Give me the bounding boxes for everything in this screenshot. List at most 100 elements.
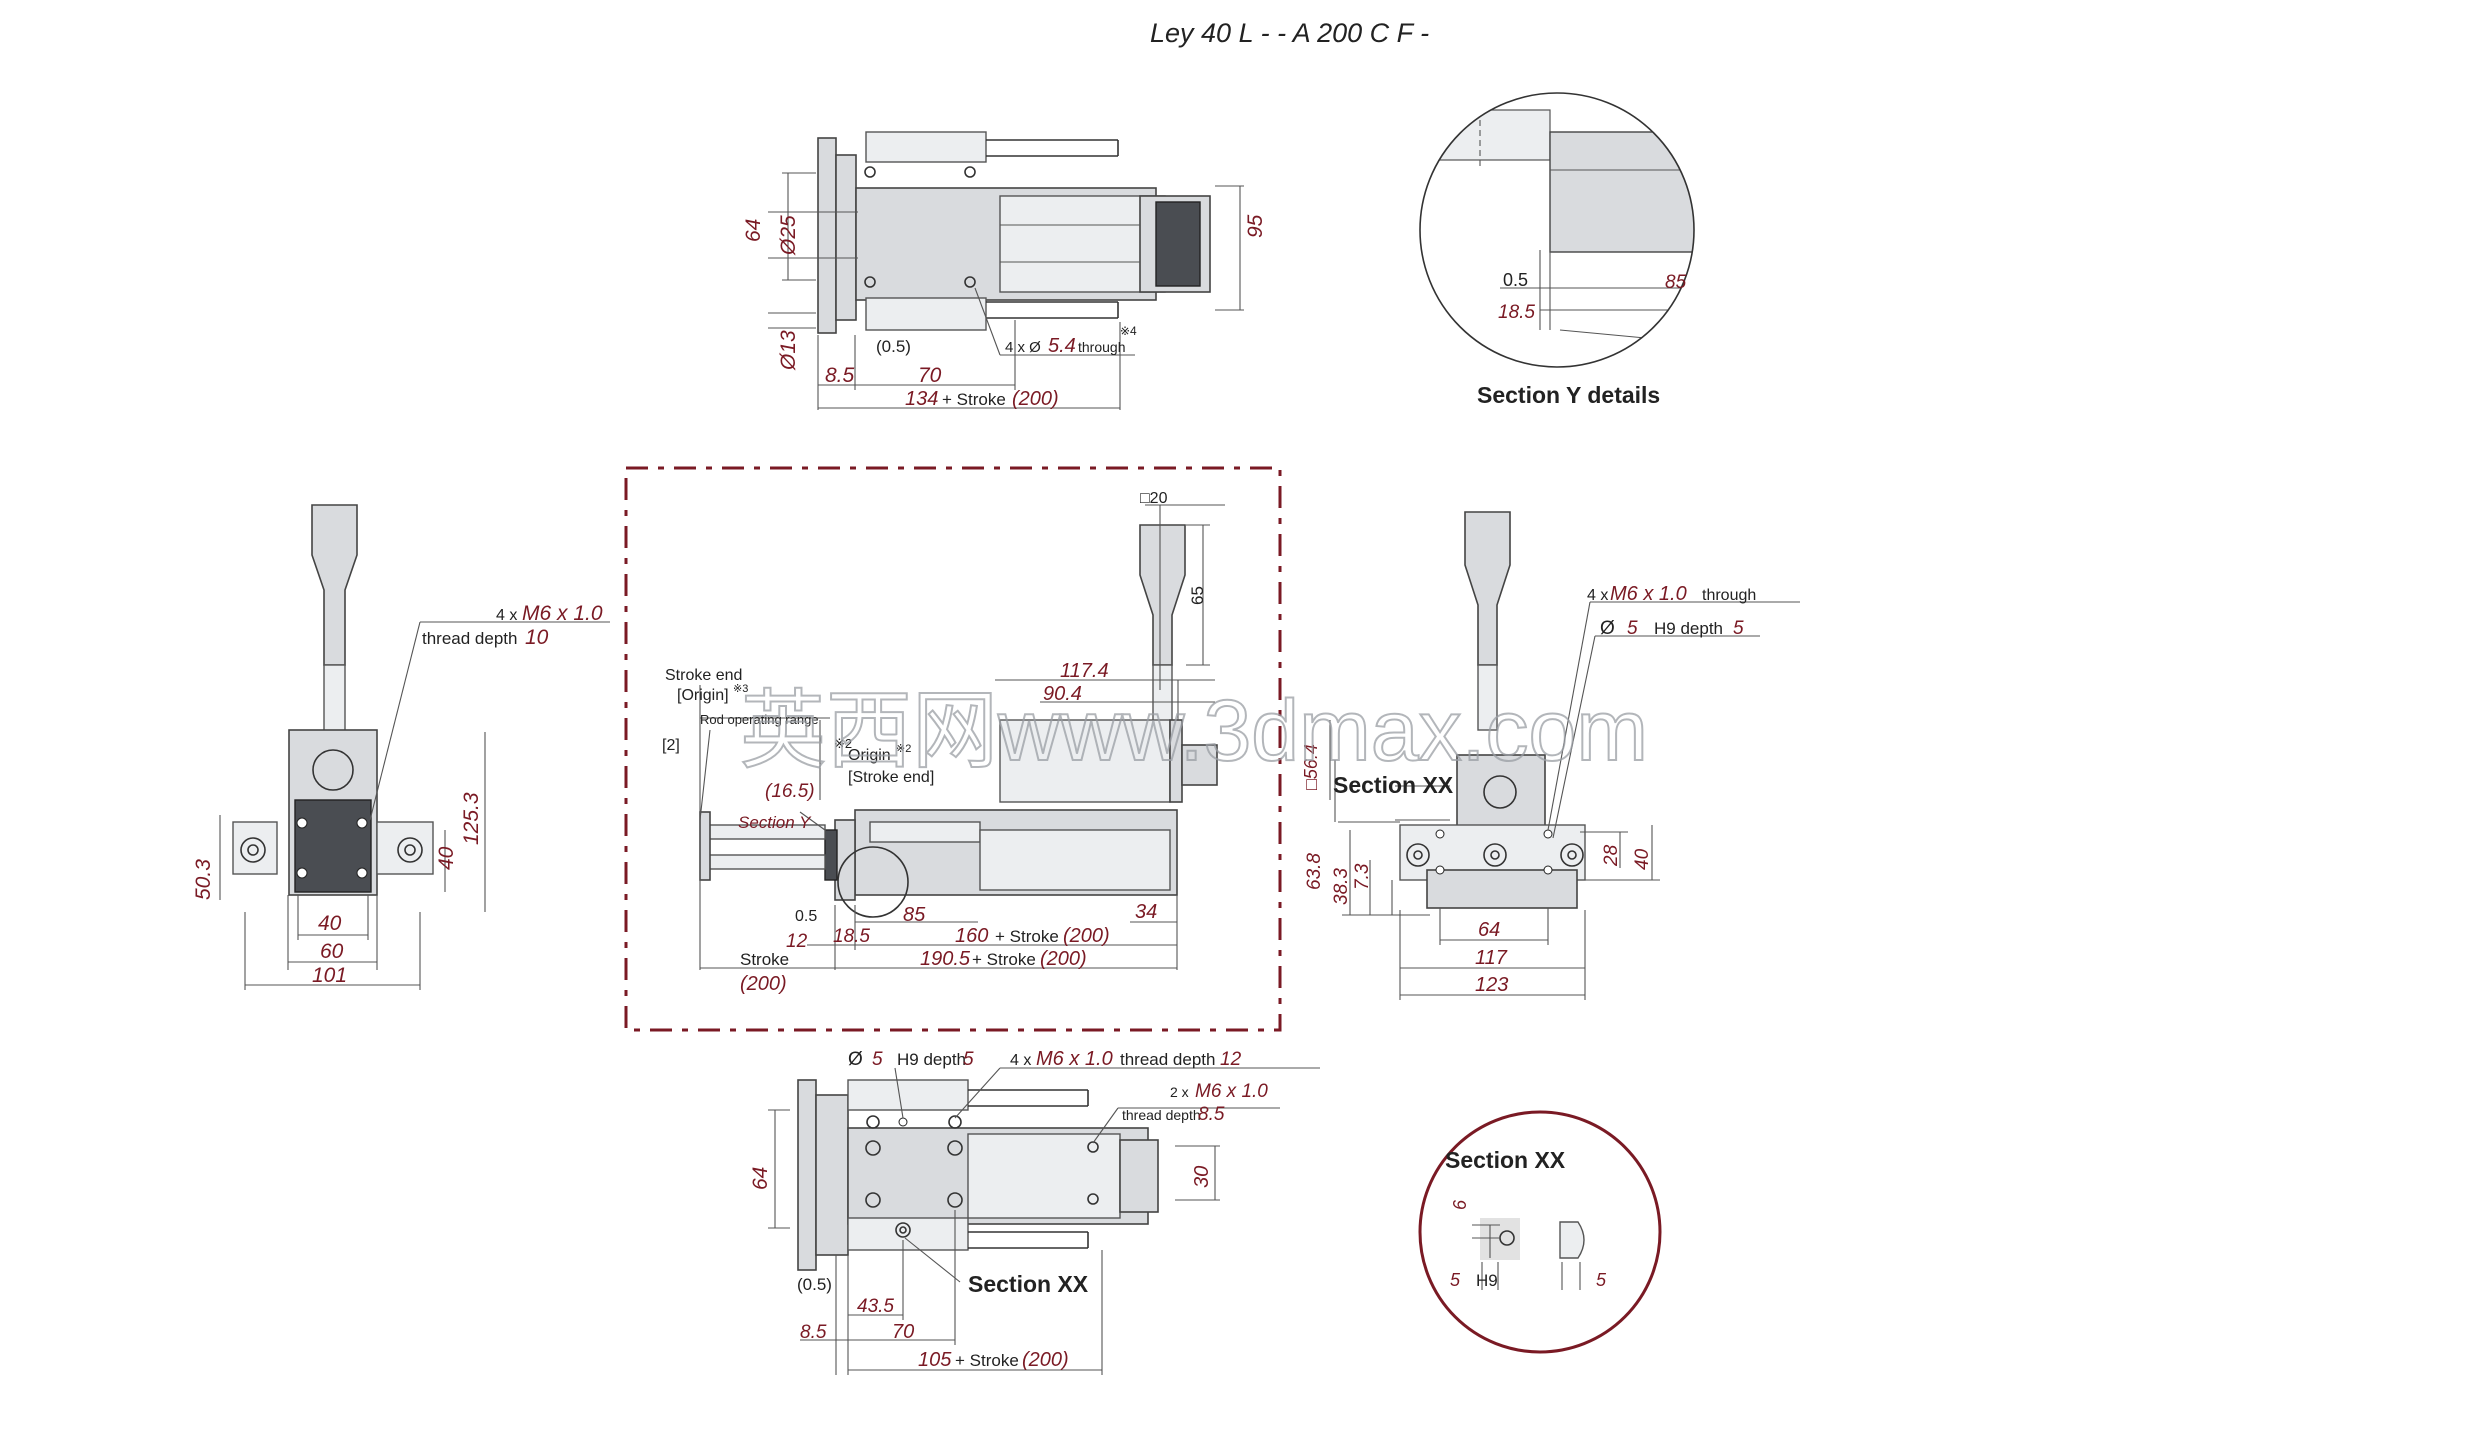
main-dim-190-stroke-value: (200) xyxy=(1040,948,1087,970)
bottom-note2-prefix: 4 x xyxy=(1010,1052,1031,1069)
main-view: □20 65 117.4 90.4 Stroke end [Origin] ※3… xyxy=(624,466,1331,1032)
main-label-stroke-end: Stroke end xyxy=(665,667,742,684)
watermark: 英西网www.3dmax.com xyxy=(740,683,1648,779)
bottom-dim-64: 64 xyxy=(749,1167,772,1190)
right-note1-value: M6 x 1.0 xyxy=(1610,583,1687,605)
dim-134-stroke-label: + Stroke xyxy=(942,390,1006,409)
right-note1-suffix: through xyxy=(1702,587,1756,604)
main-dim-20: □20 xyxy=(1140,490,1168,507)
bottom-view: Ø 5 H9 depth 5 4 x M6 x 1.0 thread depth… xyxy=(749,1048,1320,1375)
bottom-note2-depth: 12 xyxy=(1220,1049,1242,1070)
right-section-xx-label: Section XX xyxy=(1333,772,1454,798)
main-label-mark2a: ※2 xyxy=(834,736,852,751)
bottom-dim-105-stroke-label: + Stroke xyxy=(955,1351,1019,1370)
drawing-title: Ley 40 L - - A 200 C F - xyxy=(1150,18,1429,48)
dim-phi25: Ø25 xyxy=(777,215,800,256)
secy-dim-0-5: 0.5 xyxy=(1503,270,1528,290)
left-note-value: M6 x 1.0 xyxy=(522,602,603,625)
right-dim-7-3: 7.3 xyxy=(1352,863,1373,890)
right-dim-28: 28 xyxy=(1601,844,1622,867)
secxx-h9: H9 xyxy=(1476,1271,1498,1290)
bottom-note3-prefix: 2 x xyxy=(1170,1084,1189,1100)
bottom-note3-mid: thread depth xyxy=(1122,1107,1201,1123)
main-dim-117-4: 117.4 xyxy=(1060,660,1109,682)
bottom-dim-70: 70 xyxy=(892,1321,914,1343)
left-dim-101: 101 xyxy=(312,964,347,987)
right-dim-56-4: □56.4 xyxy=(1301,744,1321,790)
section-y-title: Section Y details xyxy=(1477,382,1660,408)
main-dim-90-4: 90.4 xyxy=(1043,683,1082,705)
main-dim-stroke-value: (200) xyxy=(740,973,787,995)
secxx-dim-5b: 5 xyxy=(1596,1270,1607,1290)
main-label-origin3: [Origin] xyxy=(677,687,729,704)
main-label-section-y: Section Y xyxy=(738,813,812,832)
main-label-bracket2: [2] xyxy=(662,737,680,754)
hole-note-suffix: through xyxy=(1078,339,1125,355)
left-note-prefix: 4 x xyxy=(496,607,517,624)
right-note1-prefix: 4 x xyxy=(1587,587,1608,604)
bottom-note2-value: M6 x 1.0 xyxy=(1036,1048,1113,1070)
dim-95: 95 xyxy=(1244,214,1267,238)
main-label-rod-range: Rod operating range xyxy=(700,712,819,727)
main-dim-190-5: 190.5 xyxy=(920,948,971,970)
right-dim-117: 117 xyxy=(1475,947,1508,969)
left-view: 4 x M6 x 1.0 thread depth 10 50.3 125.3 … xyxy=(192,504,610,990)
right-note2-prefix: Ø xyxy=(1600,618,1615,639)
right-dim-63-8: 63.8 xyxy=(1304,853,1325,890)
dim-134-stroke-value: (200) xyxy=(1012,388,1059,410)
main-dim-160-stroke-label: + Stroke xyxy=(995,927,1059,946)
main-dim-18-5: 18.5 xyxy=(833,926,870,947)
main-label-stroke-end2: [Stroke end] xyxy=(848,769,934,786)
bottom-note3-value: M6 x 1.0 xyxy=(1195,1081,1268,1102)
right-dim-40: 40 xyxy=(1632,848,1653,870)
hole-note-value: 5.4 xyxy=(1048,335,1076,357)
main-dim-85: 85 xyxy=(903,904,926,926)
secxx-dim-6: 6 xyxy=(1450,1199,1470,1210)
main-dim-190-stroke-label: + Stroke xyxy=(972,950,1036,969)
section-xx-title: Section XX xyxy=(1445,1147,1566,1173)
bottom-dim-30: 30 xyxy=(1191,1166,1213,1188)
bottom-dim-105-stroke-value: (200) xyxy=(1022,1349,1069,1371)
main-label-mark2b: ※2 xyxy=(896,743,911,755)
right-dim-64: 64 xyxy=(1478,919,1500,941)
section-y-details: 0.5 18.5 85 Section Y details xyxy=(1419,92,1695,408)
left-dim-50-3: 50.3 xyxy=(192,859,215,900)
main-dim-160-stroke-value: (200) xyxy=(1063,925,1110,947)
main-dim-12: 12 xyxy=(786,931,808,952)
bottom-dim-43-5: 43.5 xyxy=(857,1296,894,1317)
left-dim-60: 60 xyxy=(320,940,344,963)
right-view: 4 x M6 x 1.0 through Ø 5 H9 depth 5 Sect… xyxy=(1301,511,1800,1000)
dim-phi13: Ø13 xyxy=(777,330,800,371)
dim-64: 64 xyxy=(742,219,765,242)
right-note2-depth: 5 xyxy=(1733,618,1744,639)
hole-note-prefix: 4 x Ø xyxy=(1005,339,1041,356)
top-view: 64 Ø25 Ø13 95 8.5 70 (0.5) 4 x Ø 5.4 thr… xyxy=(742,131,1267,410)
main-dim-160: 160 xyxy=(955,925,988,947)
secxx-dim-5a: 5 xyxy=(1450,1270,1461,1290)
section-xx-detail: Section XX 6 5 H9 5 xyxy=(1418,1110,1662,1354)
bottom-note1-value: 5 xyxy=(872,1049,883,1070)
main-dim-16-5: (16.5) xyxy=(765,781,815,802)
secy-dim-18-5: 18.5 xyxy=(1498,302,1535,323)
main-label-origin2: Origin xyxy=(848,747,891,764)
hole-note-mark: ※4 xyxy=(1120,324,1137,338)
main-dim-34: 34 xyxy=(1135,901,1157,923)
main-label-stroke: Stroke xyxy=(740,950,789,969)
bottom-dim-0-5: (0.5) xyxy=(797,1275,832,1294)
left-dim-40h: 40 xyxy=(318,912,342,935)
main-dim-65: 65 xyxy=(1188,586,1207,605)
bottom-dim-8-5: 8.5 xyxy=(800,1322,827,1343)
left-note-depth: 10 xyxy=(525,626,549,649)
bottom-note3-depth: 8.5 xyxy=(1198,1104,1225,1125)
dim-8-5: 8.5 xyxy=(825,364,855,387)
secy-dim-85: 85 xyxy=(1665,272,1687,293)
dim-0-5: (0.5) xyxy=(876,337,911,356)
left-note-suffix: thread depth xyxy=(422,629,517,648)
right-dim-123: 123 xyxy=(1475,974,1508,996)
right-note2-mid: H9 depth xyxy=(1654,619,1723,638)
bottom-section-xx-label: Section XX xyxy=(968,1271,1089,1297)
left-dim-125-3: 125.3 xyxy=(460,792,483,845)
bottom-note1-prefix: Ø xyxy=(848,1049,863,1070)
